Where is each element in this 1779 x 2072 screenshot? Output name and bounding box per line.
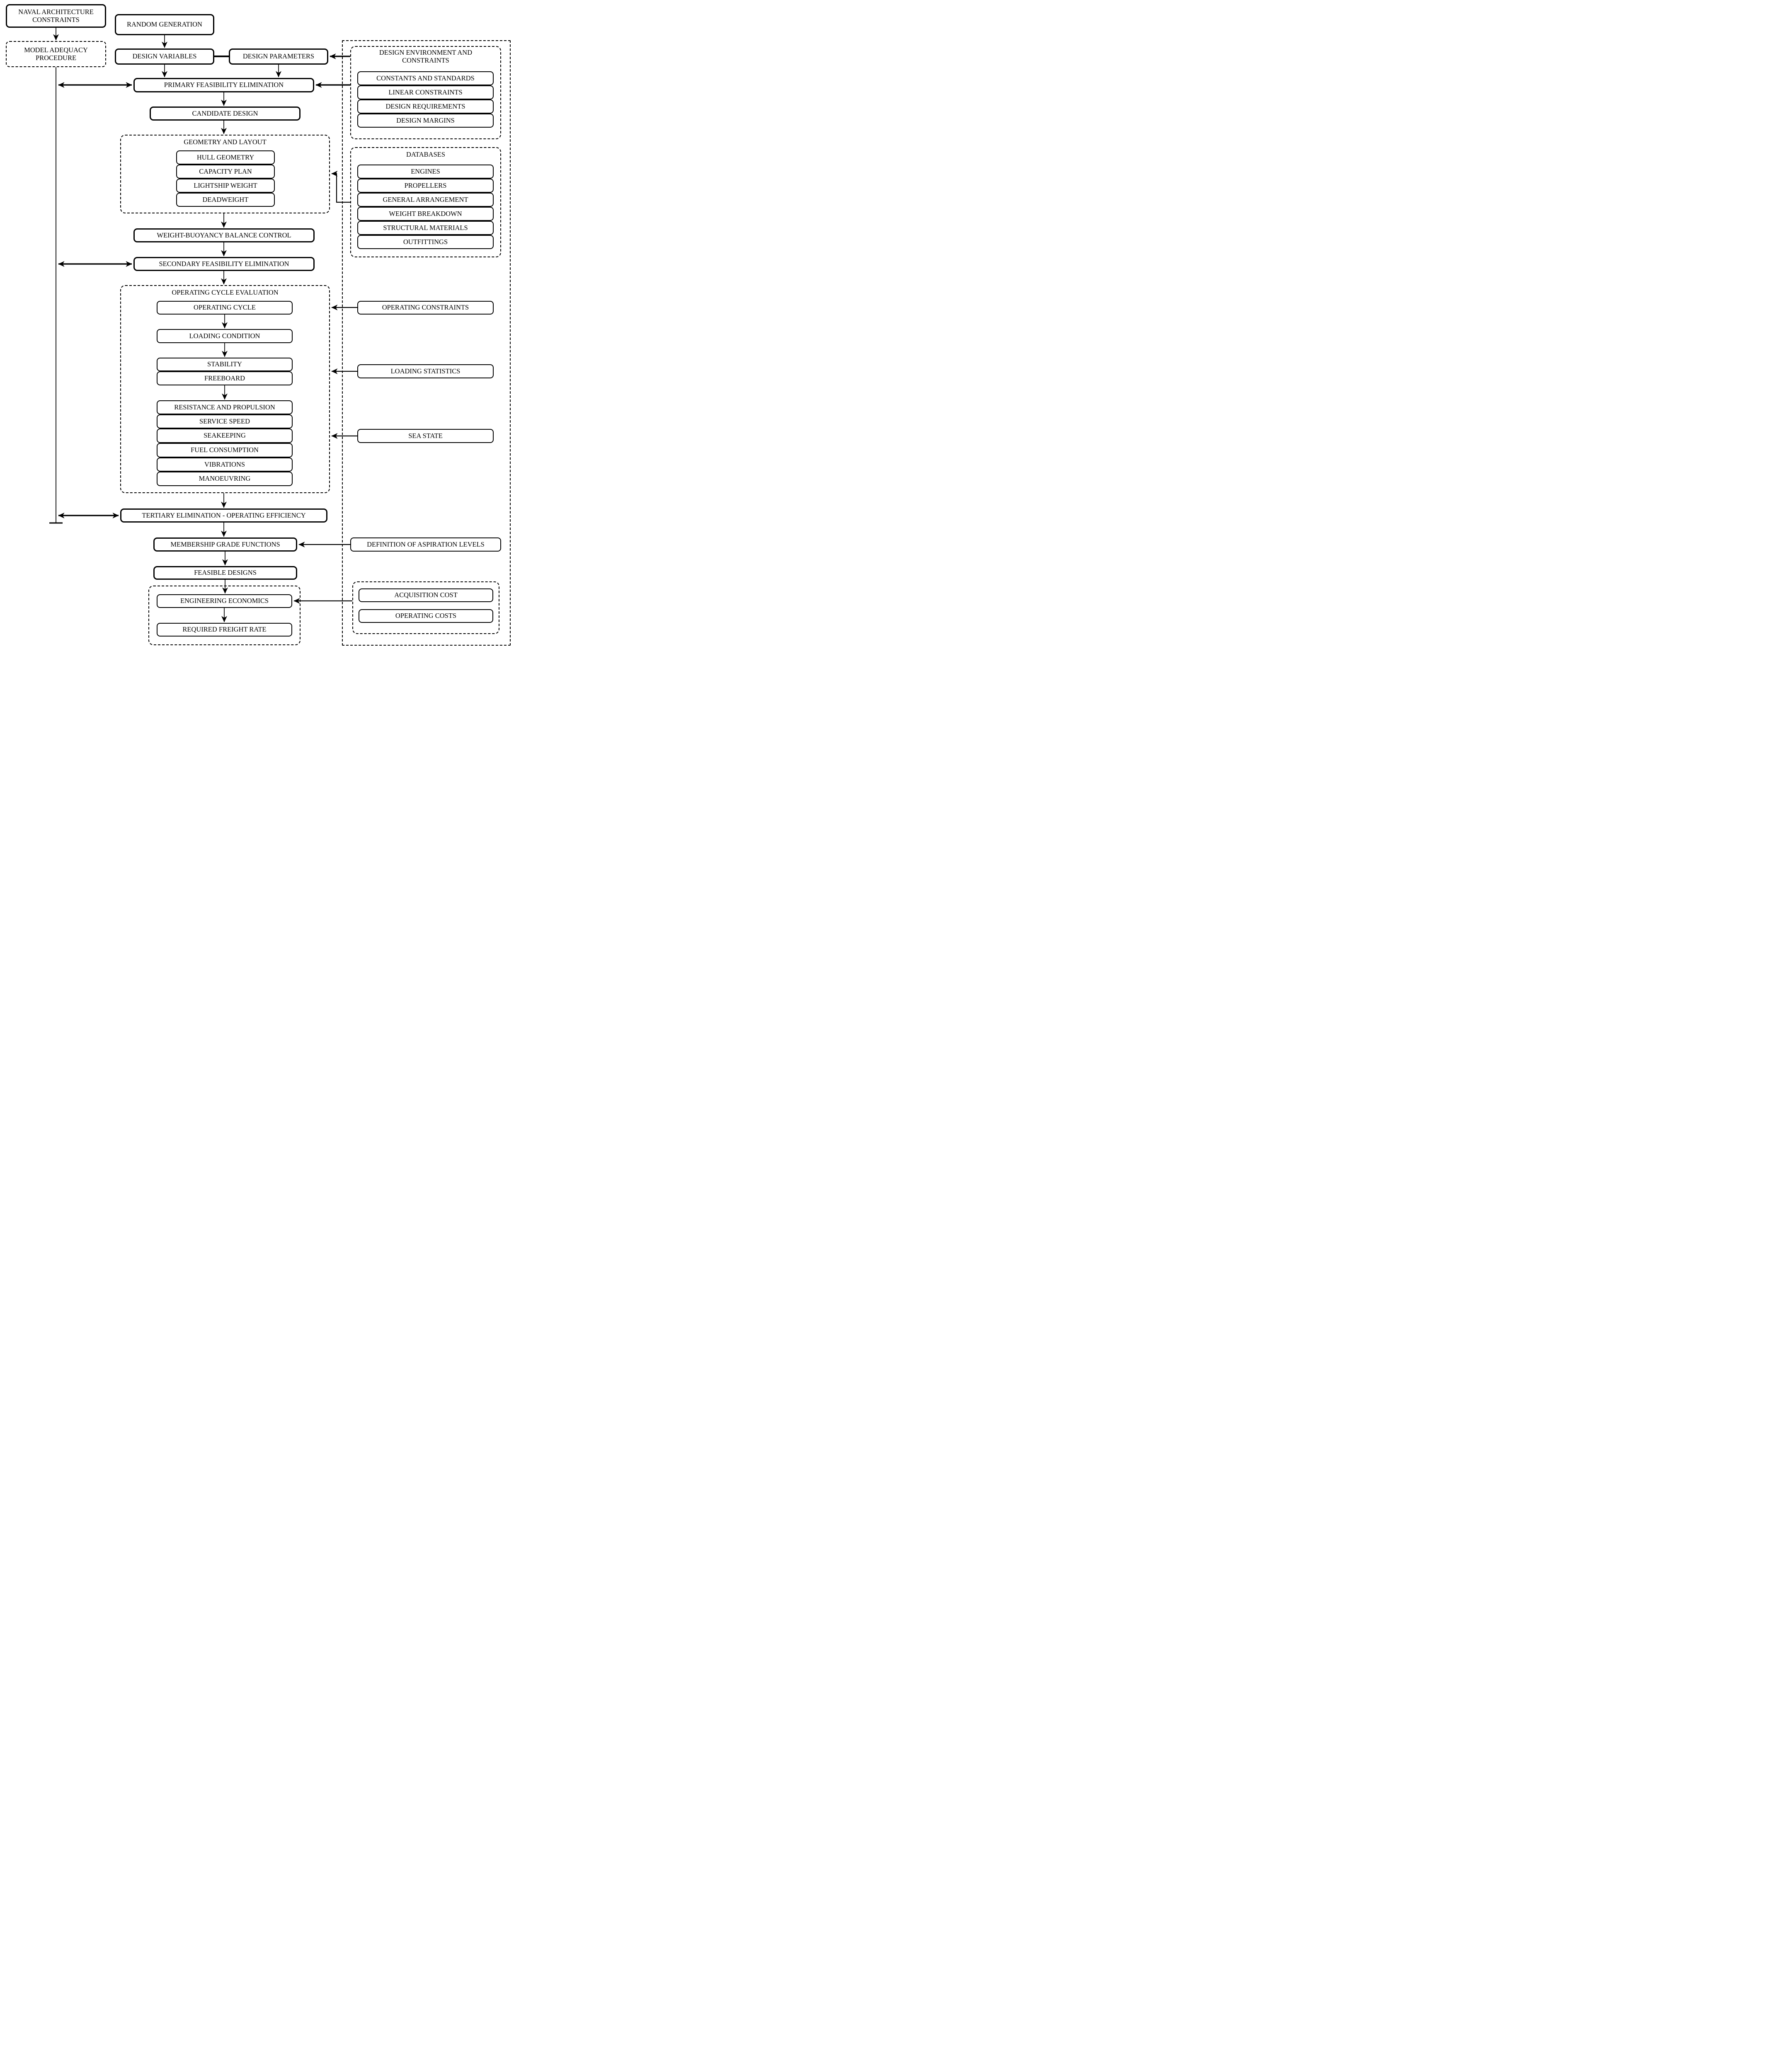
node-design-parameters: DESIGN PARAMETERS bbox=[229, 48, 328, 65]
node-weight-buoyancy-balance-control: WEIGHT-BUOYANCY BALANCE CONTROL bbox=[133, 228, 315, 242]
group-design-environment-and-constraints bbox=[350, 46, 501, 139]
node-naval-architecture-constraints: NAVAL ARCHITECTURE CONSTRAINTS bbox=[6, 4, 106, 28]
group-engineering-economics bbox=[148, 586, 301, 645]
node-engineering-economics: ENGINEERING ECONOMICS bbox=[157, 594, 292, 608]
node-design-requirements: DESIGN REQUIREMENTS bbox=[357, 99, 494, 114]
node-outfittings: OUTFITTINGS bbox=[357, 235, 494, 249]
node-required-freight-rate: REQUIRED FREIGHT RATE bbox=[157, 623, 292, 637]
node-feasible-designs: FEASIBLE DESIGNS bbox=[153, 566, 297, 580]
node-secondary-feasibility-elimination: SECONDARY FEASIBILITY ELIMINATION bbox=[133, 257, 315, 271]
node-resistance-and-propulsion: RESISTANCE AND PROPULSION bbox=[157, 400, 293, 414]
group-costs bbox=[352, 581, 499, 634]
group-right-inputs-outer bbox=[342, 40, 511, 646]
node-tertiary-elimination-operating-efficiency: TERTIARY ELIMINATION - OPERATING EFFICIE… bbox=[120, 508, 327, 523]
group-title-design-environment-and-constraints: DESIGN ENVIRONMENT AND CONSTRAINTS bbox=[379, 48, 473, 65]
node-model-adequacy-procedure: MODEL ADEQUACY PROCEDURE bbox=[6, 41, 106, 67]
node-loading-statistics: LOADING STATISTICS bbox=[357, 364, 494, 378]
group-title-geometry-and-layout: GEOMETRY AND LAYOUT bbox=[184, 138, 267, 146]
node-operating-constraints: OPERATING CONSTRAINTS bbox=[357, 301, 494, 315]
node-membership-grade-functions: MEMBERSHIP GRADE FUNCTIONS bbox=[153, 537, 297, 552]
group-title-databases: DATABASES bbox=[406, 150, 446, 158]
node-deadweight: DEADWEIGHT bbox=[176, 193, 275, 207]
node-vibrations: VIBRATIONS bbox=[157, 457, 293, 472]
node-structural-materials: STRUCTURAL MATERIALS bbox=[357, 221, 494, 235]
group-geometry-and-layout bbox=[120, 135, 330, 213]
node-seakeeping: SEAKEEPING bbox=[157, 428, 293, 443]
group-title-operating-cycle-evaluation: OPERATING CYCLE EVALUATION bbox=[172, 288, 279, 296]
ship-design-flowchart: NAVAL ARCHITECTURE CONSTRAINTS MODEL ADE… bbox=[0, 0, 514, 649]
node-sea-state: SEA STATE bbox=[357, 429, 494, 443]
node-engines: ENGINES bbox=[357, 165, 494, 179]
group-databases bbox=[350, 147, 501, 257]
node-capacity-plan: CAPACITY PLAN bbox=[176, 165, 275, 179]
node-candidate-design: CANDIDATE DESIGN bbox=[150, 107, 301, 121]
node-propellers: PROPELLERS bbox=[357, 179, 494, 193]
node-definition-of-aspiration-levels: DEFINITION OF ASPIRATION LEVELS bbox=[350, 537, 501, 552]
node-linear-constraints: LINEAR CONSTRAINTS bbox=[357, 85, 494, 99]
node-lightship-weight: LIGHTSHIP WEIGHT bbox=[176, 179, 275, 193]
node-stability: STABILITY bbox=[157, 358, 293, 371]
node-loading-condition: LOADING CONDITION bbox=[157, 329, 293, 343]
node-weight-breakdown: WEIGHT BREAKDOWN bbox=[357, 207, 494, 221]
node-design-margins: DESIGN MARGINS bbox=[357, 114, 494, 128]
node-operating-cycle: OPERATING CYCLE bbox=[157, 301, 293, 315]
node-design-variables: DESIGN VARIABLES bbox=[115, 48, 214, 65]
group-operating-cycle-evaluation bbox=[120, 285, 330, 493]
node-constants-and-standards: CONSTANTS AND STANDARDS bbox=[357, 71, 494, 85]
node-fuel-consumption: FUEL CONSUMPTION bbox=[157, 443, 293, 457]
node-primary-feasibility-elimination: PRIMARY FEASIBILITY ELIMINATION bbox=[133, 78, 314, 92]
node-random-generation: RANDOM GENERATION bbox=[115, 14, 214, 35]
node-freeboard: FREEBOARD bbox=[157, 371, 293, 385]
node-service-speed: SERVICE SPEED bbox=[157, 414, 293, 428]
node-general-arrangement: GENERAL ARRANGEMENT bbox=[357, 193, 494, 207]
node-manoeuvring: MANOEUVRING bbox=[157, 472, 293, 486]
node-hull-geometry: HULL GEOMETRY bbox=[176, 150, 275, 165]
node-acquisition-cost: ACQUISITION COST bbox=[359, 588, 493, 602]
node-operating-costs: OPERATING COSTS bbox=[359, 609, 493, 623]
